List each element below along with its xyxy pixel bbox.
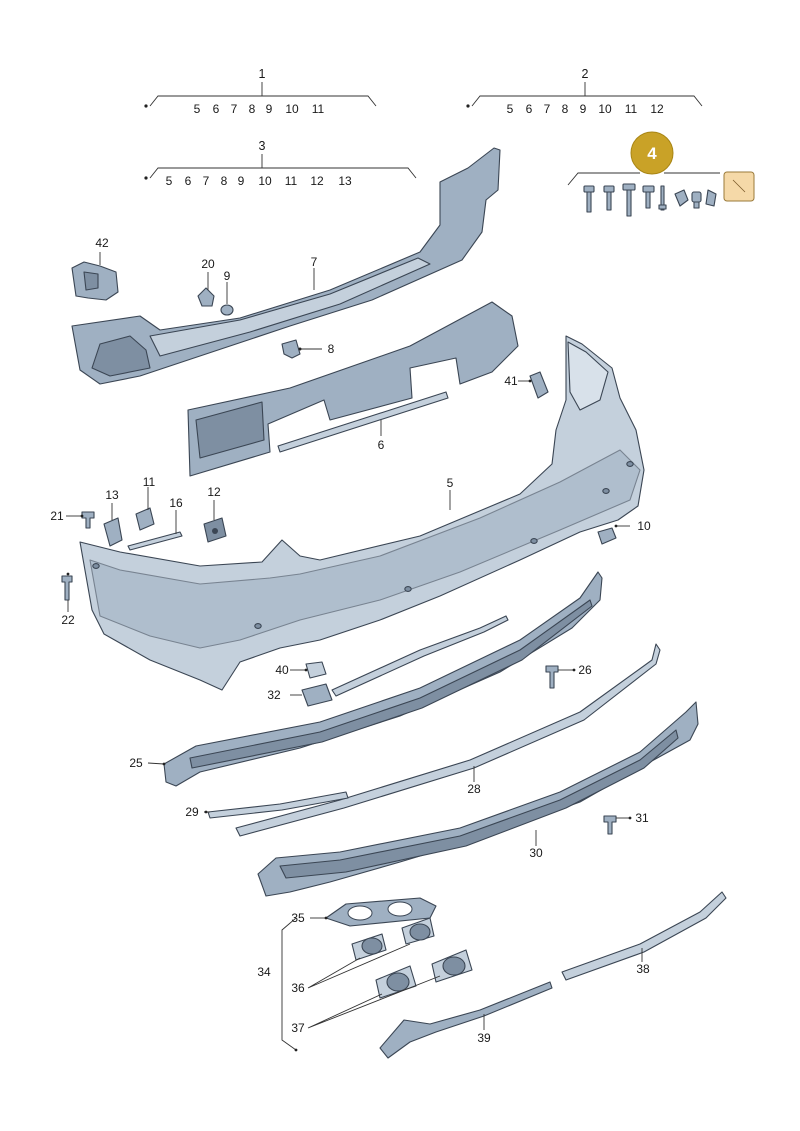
callout-30: 30 xyxy=(529,846,543,860)
part-42: 42 xyxy=(71,236,119,301)
group-2-item: 5 xyxy=(507,102,514,116)
callout-7: 7 xyxy=(311,255,318,269)
part-13: 13 xyxy=(103,488,123,547)
group-2-item: 10 xyxy=(598,102,612,116)
part-31: 31 xyxy=(603,811,649,835)
group-1-item: 5 xyxy=(194,102,201,116)
group-2-item: 7 xyxy=(544,102,551,116)
group-3-item: 12 xyxy=(310,174,324,188)
callout-8: 8 xyxy=(328,342,335,356)
callout-4: 4 xyxy=(647,144,657,163)
callout-29: 29 xyxy=(185,805,199,819)
group-2-item: 6 xyxy=(526,102,533,116)
group-2-item: 8 xyxy=(562,102,569,116)
part-37: 37 xyxy=(291,949,473,1035)
callout-34: 34 xyxy=(257,965,271,979)
fastener-kit: 4 xyxy=(567,131,755,217)
group-1-item: 6 xyxy=(213,102,220,116)
callout-21: 21 xyxy=(50,509,64,523)
group-3-item: 7 xyxy=(203,174,210,188)
callout-36: 36 xyxy=(291,981,305,995)
group-1-item: 10 xyxy=(285,102,299,116)
callout-26: 26 xyxy=(578,663,592,677)
part-4-badge xyxy=(630,131,674,175)
part-40: 40 xyxy=(275,661,327,679)
part-35: 35 xyxy=(291,897,437,927)
group-2-item: 11 xyxy=(625,102,638,116)
callout-12: 12 xyxy=(207,485,221,499)
group-1-item: 9 xyxy=(266,102,273,116)
callout-41: 41 xyxy=(504,374,518,388)
callout-38: 38 xyxy=(636,962,650,976)
part-26: 26 xyxy=(545,663,592,689)
group-1: 1 5 6 7 8 9 10 11 xyxy=(144,67,377,116)
callout-25: 25 xyxy=(129,756,143,770)
part-41: 41 xyxy=(504,371,549,399)
group-2-header: 2 xyxy=(582,67,589,81)
part-39: 39 xyxy=(379,981,553,1059)
group-3: 3 5 6 7 8 9 10 11 12 13 xyxy=(144,139,417,188)
group-3-item: 8 xyxy=(221,174,228,188)
group-2-item: 12 xyxy=(650,102,664,116)
group-3-item: 10 xyxy=(258,174,272,188)
part-28: 28 xyxy=(235,643,661,837)
part-36: 36 xyxy=(291,917,435,995)
callout-6: 6 xyxy=(378,438,385,452)
group-1-item: 11 xyxy=(312,102,325,116)
group-2-item: 9 xyxy=(580,102,587,116)
part-7: 7 xyxy=(71,147,501,385)
callout-20: 20 xyxy=(201,257,215,271)
part-20: 20 xyxy=(197,257,215,307)
callout-5: 5 xyxy=(447,476,454,490)
group-3-header: 3 xyxy=(259,139,266,153)
group-2: 2 5 6 7 8 9 10 11 12 xyxy=(466,67,703,116)
group-3-item: 5 xyxy=(166,174,173,188)
callout-28: 28 xyxy=(467,782,481,796)
group-3-item: 13 xyxy=(338,174,352,188)
callout-32: 32 xyxy=(267,688,281,702)
callout-13: 13 xyxy=(105,488,119,502)
group-3-item: 9 xyxy=(238,174,245,188)
part-29: 29 xyxy=(185,791,349,819)
callout-42: 42 xyxy=(95,236,109,250)
callout-11: 11 xyxy=(143,475,156,489)
part-38: 38 xyxy=(561,891,727,981)
callout-31: 31 xyxy=(635,811,649,825)
group-1-header: 1 xyxy=(259,67,266,81)
part-6: 6 xyxy=(187,301,519,477)
callout-37: 37 xyxy=(291,1021,305,1035)
callout-22: 22 xyxy=(61,613,75,627)
group-3-item: 11 xyxy=(285,174,298,188)
part-9: 9 xyxy=(220,269,234,316)
group-1-item: 7 xyxy=(231,102,238,116)
callout-35: 35 xyxy=(291,911,305,925)
callout-40: 40 xyxy=(275,663,289,677)
part-34: 34 xyxy=(257,917,298,1052)
part-11: 11 xyxy=(135,475,156,531)
part-16: 16 xyxy=(127,496,183,551)
part-10: 10 xyxy=(597,519,651,545)
callout-16: 16 xyxy=(169,496,183,510)
part-12: 12 xyxy=(203,485,227,543)
part-32: 32 xyxy=(267,615,509,707)
part-21: 21 xyxy=(50,509,95,529)
part-22: 22 xyxy=(61,572,75,627)
callout-39: 39 xyxy=(477,1031,491,1045)
callout-9: 9 xyxy=(224,269,231,283)
part-5: 5 xyxy=(79,335,645,691)
callout-10: 10 xyxy=(637,519,651,533)
part-30: 30 xyxy=(257,701,699,897)
group-1-item: 8 xyxy=(249,102,256,116)
part-25: 25 xyxy=(129,571,603,787)
part-8: 8 xyxy=(281,339,335,359)
group-3-item: 6 xyxy=(185,174,192,188)
